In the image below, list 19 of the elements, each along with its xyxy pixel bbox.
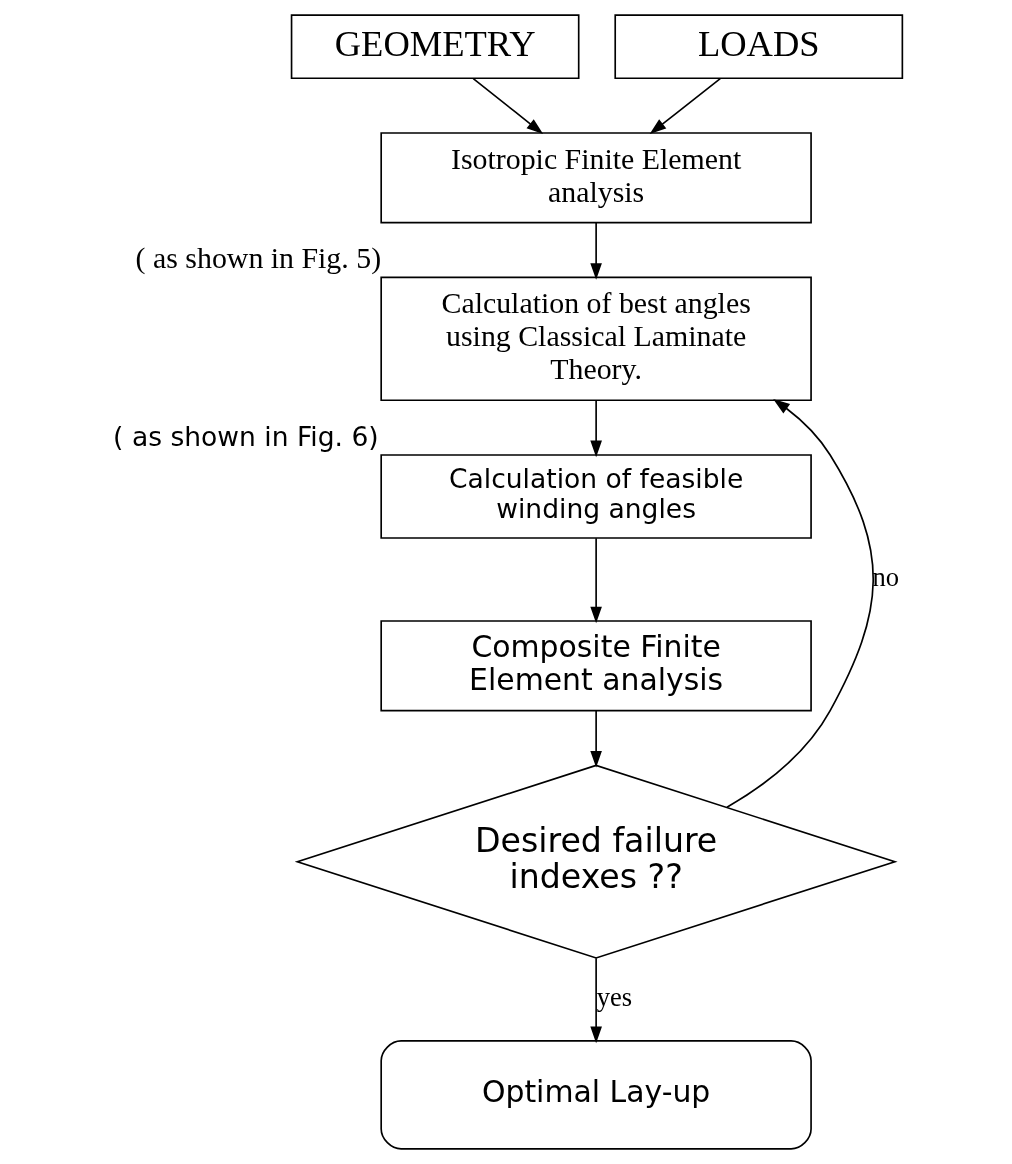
node-box: Calculation of best angles using Classical Laminate Theory. — [379, 276, 812, 402]
node-box: GEOMETRY — [290, 14, 580, 80]
arrow — [589, 957, 602, 1044]
arrow — [649, 77, 721, 135]
node-box: Isotropic Finite Element analysis — [379, 132, 812, 224]
edge-label: yes — [596, 981, 632, 1012]
arrow — [589, 399, 602, 458]
arrow — [589, 222, 602, 280]
node-box: Composite Finite Element analysis — [379, 620, 812, 712]
arrow — [471, 77, 543, 135]
node-diamond: Desired failure indexes ?? — [294, 764, 898, 959]
node-box: Optimal Lay-up — [379, 1040, 812, 1150]
node-box: Calculation of feasible winding angles — [379, 454, 812, 539]
arrow — [589, 709, 602, 768]
node-label: ( as shown in Fig. 5) — [135, 241, 381, 275]
arrow — [589, 537, 602, 624]
node-box: LOADS — [613, 14, 903, 80]
node-label: ( as shown in Fig. 6) — [112, 421, 379, 453]
arrow — [725, 399, 874, 809]
